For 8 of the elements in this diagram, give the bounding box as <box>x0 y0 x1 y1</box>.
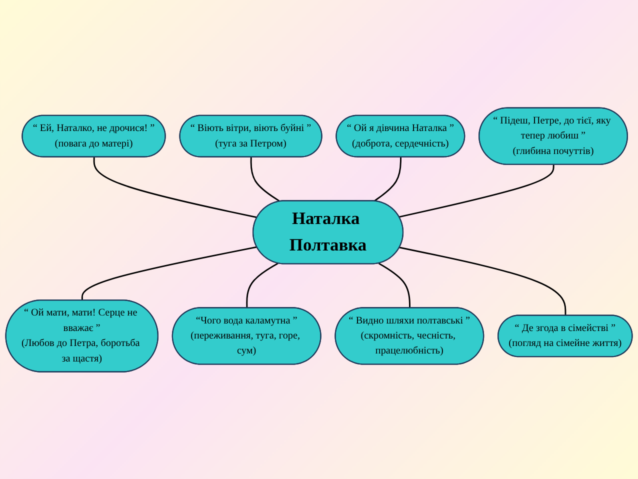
connector <box>399 164 554 218</box>
connector <box>399 246 566 316</box>
connector <box>250 156 280 202</box>
connector <box>374 156 402 202</box>
connector <box>378 262 410 308</box>
connector <box>81 246 258 300</box>
connector <box>246 262 278 308</box>
connector <box>93 156 258 218</box>
